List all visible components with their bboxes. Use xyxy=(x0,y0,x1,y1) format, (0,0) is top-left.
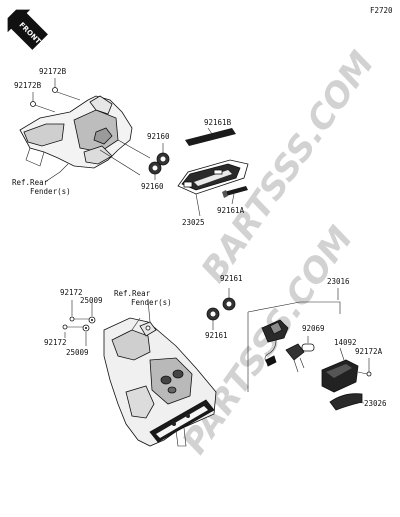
label-fender-lower: Fender(s) xyxy=(131,298,172,307)
grommet-92161-upper xyxy=(222,297,236,311)
grommet-92160-top xyxy=(156,152,170,166)
tail-light-23025 xyxy=(177,159,249,195)
screw-92172b-upper xyxy=(52,87,81,101)
label-92069: 92069 xyxy=(302,324,325,333)
label-92160-top: 92160 xyxy=(147,132,170,141)
upper-assembly: 92172B 92172B 92160 92160 92161B 92161A … xyxy=(12,67,249,227)
license-lamp-housing-23016 xyxy=(261,319,289,367)
pad-92161a xyxy=(222,186,248,198)
label-ref-rear-lower: Ref.Rear xyxy=(114,289,151,298)
label-92172a: 92172A xyxy=(355,347,383,356)
grommet-92161-lower xyxy=(206,307,220,321)
label-92172b-upper: 92172B xyxy=(39,67,67,76)
label-23016: 23016 xyxy=(327,277,350,286)
label-92161a: 92161A xyxy=(217,206,245,215)
label-ref-rear-upper: Ref.Rear xyxy=(12,178,49,187)
lamp-socket xyxy=(285,343,305,373)
washer-25009-upper xyxy=(88,316,96,324)
label-92160-bottom: 92160 xyxy=(141,182,164,191)
pad-92161b xyxy=(185,128,236,146)
washer-25009-lower xyxy=(82,324,90,332)
screw-92172a xyxy=(357,371,372,377)
label-fender-upper: Fender(s) xyxy=(30,187,71,196)
screw-92172-lower xyxy=(62,324,84,330)
label-92172b-lower: 92172B xyxy=(14,81,42,90)
lens-23026 xyxy=(329,393,363,411)
front-arrow-icon: FRONT xyxy=(7,9,48,50)
label-92172-lower: 92172 xyxy=(44,338,67,347)
screw-92172b-lower xyxy=(30,101,56,113)
figure-id: F2720 xyxy=(370,6,393,15)
label-92161-upper: 92161 xyxy=(220,274,243,283)
label-23025: 23025 xyxy=(182,218,205,227)
bulb-92069 xyxy=(301,343,315,352)
label-23026: 23026 xyxy=(364,399,387,408)
label-92161-lower: 92161 xyxy=(205,331,228,340)
lens-cover-14092 xyxy=(321,359,359,393)
label-25009-lower: 25009 xyxy=(66,348,89,357)
grommet-92160-bottom xyxy=(148,161,162,175)
rear-fender-bracket xyxy=(19,95,133,169)
license-plate-bracket xyxy=(103,317,217,447)
label-92161b: 92161B xyxy=(204,118,232,127)
label-14092: 14092 xyxy=(334,338,357,347)
label-92172-upper: 92172 xyxy=(60,288,83,297)
label-25009-upper: 25009 xyxy=(80,296,103,305)
lower-assembly: 92172 25009 92172 25009 Ref.Rear Fender(… xyxy=(44,274,387,447)
